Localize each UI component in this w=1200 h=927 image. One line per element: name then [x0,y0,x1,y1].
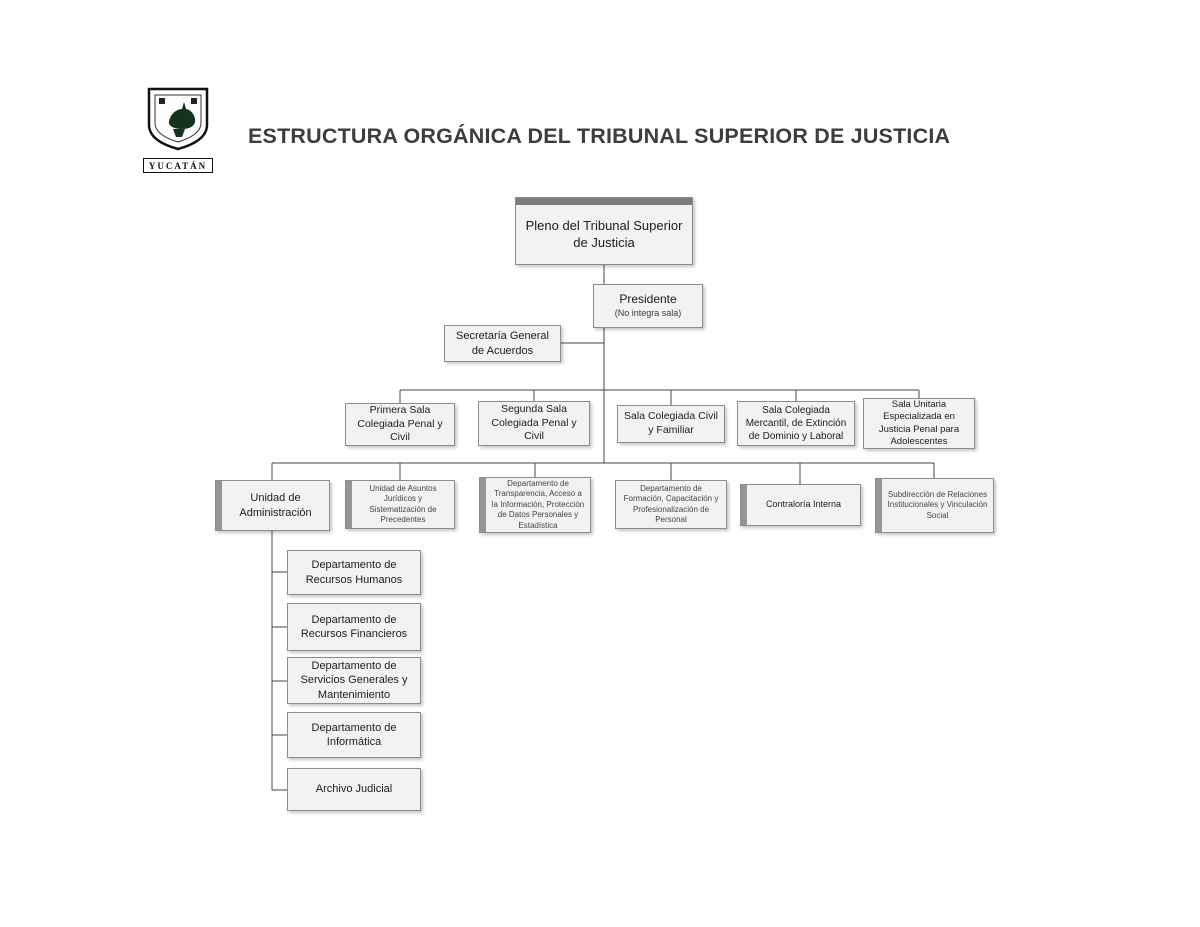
org-node-pleno-del-tribunal: Pleno del Tribunal Superior de Justicia [515,197,693,265]
org-node-recursos-financieros: Departamento de Recursos Financieros [287,603,421,651]
presidente-note: (No integra sala) [614,308,682,319]
org-node-segunda-sala: Segunda Sala Colegiada Penal y Civil [478,401,590,446]
org-node-asuntos-juridicos: Unidad de Asuntos Jurídicos y Sistematiz… [345,480,455,529]
org-node-transparencia: Departamento de Transparencia, Acceso a … [479,477,591,533]
org-node-recursos-humanos: Departamento de Recursos Humanos [287,550,421,595]
org-node-archivo-judicial: Archivo Judicial [287,768,421,811]
org-node-secretaria-general: Secretaría General de Acuerdos [444,325,561,362]
page-title: ESTRUCTURA ORGÁNICA DEL TRIBUNAL SUPERIO… [248,124,951,148]
yucatan-coat-of-arms: YUCATÁN [143,87,213,173]
org-node-presidente: Presidente (No integra sala) [593,284,703,328]
org-node-sala-mercantil: Sala Colegiada Mercantil, de Extinción d… [737,401,855,446]
org-node-formacion-capacitacion: Departamento de Formación, Capacitación … [615,480,727,529]
org-node-primera-sala: Primera Sala Colegiada Penal y Civil [345,403,455,446]
presidente-label: Presidente [619,291,677,306]
yucatan-banner-label: YUCATÁN [143,158,213,173]
org-node-sala-civil-familiar: Sala Colegiada Civil y Familiar [617,405,725,443]
org-node-unidad-administracion: Unidad de Administración [215,480,330,531]
org-node-subdireccion-relaciones: Subdirección de Relaciones Institucional… [875,478,994,533]
shield-icon [147,87,209,151]
org-node-sala-unitaria: Sala Unitaria Especializada en Justicia … [863,398,975,449]
org-node-contraloria-interna: Contraloría Interna [740,484,861,526]
org-node-servicios-generales: Departamento de Servicios Generales y Ma… [287,657,421,704]
org-node-informatica: Departamento de Informática [287,712,421,758]
